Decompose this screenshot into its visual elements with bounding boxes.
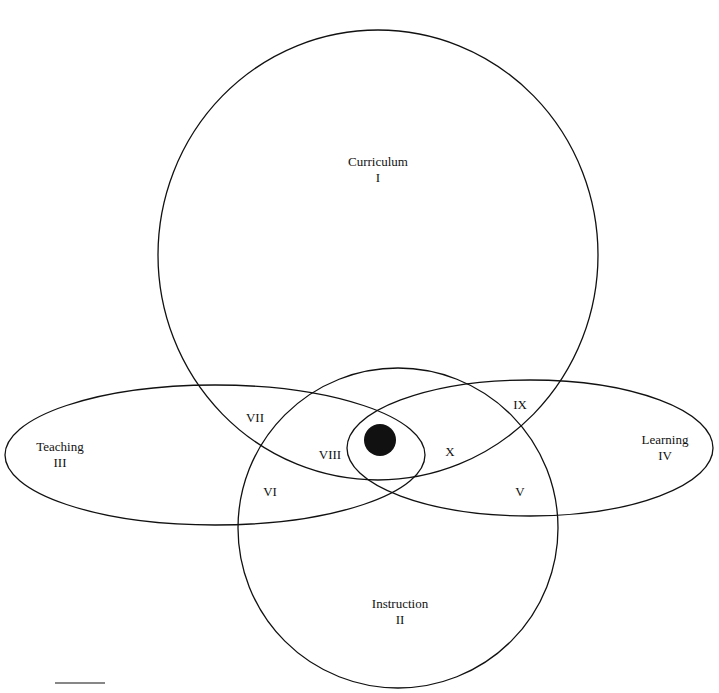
instruction-circle: Instruction II: [238, 368, 558, 688]
circle-label: Instruction II: [372, 596, 428, 629]
region-numeral: IX: [513, 397, 527, 413]
region-numeral: VI: [263, 484, 277, 500]
region-numeral: VIII: [319, 447, 341, 463]
region-numeral: X: [445, 444, 454, 460]
footnote-rule: [55, 682, 105, 683]
circle-label: Learning IV: [642, 432, 689, 465]
shape-outline: [5, 385, 425, 525]
center-dot: [364, 424, 396, 456]
shape-outline: [347, 380, 713, 516]
learning-ellipse: Learning IV: [347, 380, 713, 516]
region-numeral: V: [515, 484, 524, 500]
shape-outline-path: [347, 380, 713, 516]
shape-outline-path: [5, 385, 425, 525]
teaching-ellipse: Teaching III: [5, 385, 425, 525]
circle-label: Curriculum I: [348, 154, 408, 187]
shape-outline: [238, 368, 558, 688]
curriculum-circle: Curriculum I: [158, 30, 598, 480]
shape-outline: [158, 30, 598, 480]
shape-outline-path: [158, 30, 598, 480]
circle-label: Teaching III: [36, 439, 83, 472]
region-numeral: VII: [246, 410, 264, 426]
shape-outline-path: [238, 368, 558, 688]
